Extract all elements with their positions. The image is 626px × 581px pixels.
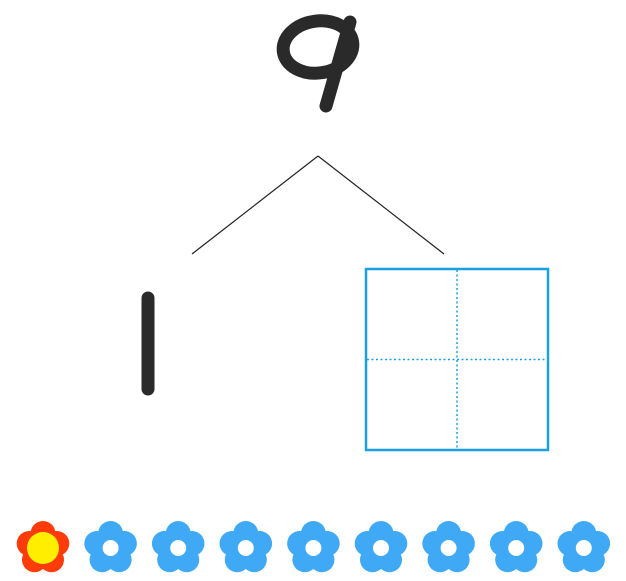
blue-flower-icon	[84, 521, 137, 573]
blue-flower-icon	[489, 521, 543, 573]
blue-flower-icon	[354, 521, 408, 573]
blue-flower-icon	[422, 521, 475, 573]
left-part-letter: l	[141, 291, 155, 396]
answer-writing-grid[interactable]	[364, 267, 550, 452]
blue-flower-icon	[557, 521, 611, 573]
whole-letter-text: q	[318, 59, 319, 61]
progress-flower-row	[16, 521, 611, 573]
blue-flower-icon	[151, 521, 205, 573]
whole-letter: q	[276, 14, 360, 113]
blue-flower-icon	[219, 521, 273, 573]
connector-right	[317, 155, 445, 255]
blue-flower-icon	[287, 521, 340, 573]
connector-left	[191, 155, 319, 255]
red-flower-icon	[16, 521, 70, 573]
